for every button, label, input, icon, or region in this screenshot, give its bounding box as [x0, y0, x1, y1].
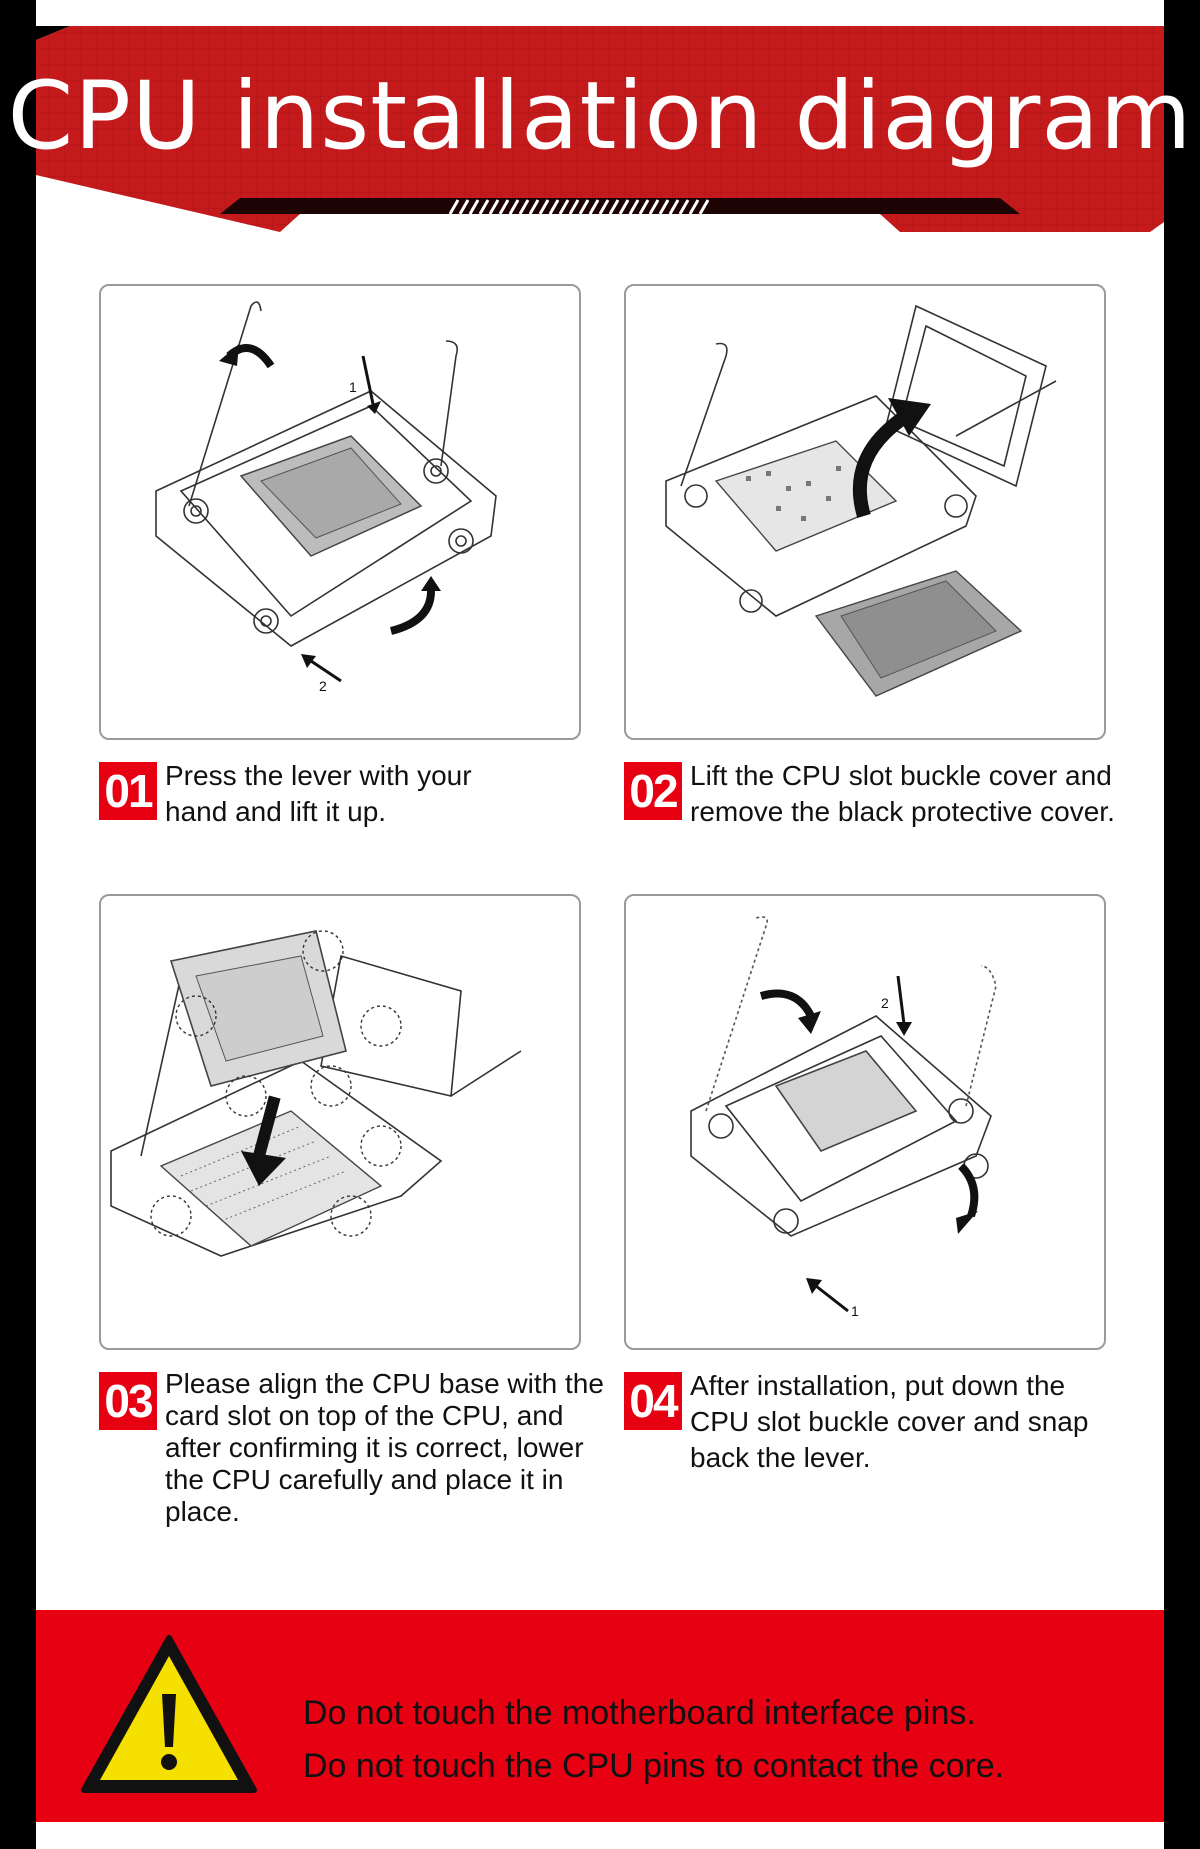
- step-instruction: Press the lever with your hand and lift …: [165, 760, 472, 827]
- step-instruction: Please align the CPU base with the card …: [165, 1368, 604, 1527]
- page-title: CPU installation diagram: [7, 62, 1193, 171]
- step-instruction: After installation, put down the CPU slo…: [690, 1370, 1089, 1473]
- step-number-badge: 01: [99, 762, 157, 820]
- warning-line: Do not touch the motherboard interface p…: [303, 1694, 976, 1732]
- header-banner: CPU installation diagram: [0, 0, 1200, 240]
- step-instruction: Lift the CPU slot buckle cover and remov…: [690, 760, 1115, 827]
- callout-2: 2: [881, 995, 889, 1011]
- step-number-badge: 04: [624, 1372, 682, 1430]
- callout-2: 2: [319, 678, 327, 694]
- warning-banner: Do not touch the motherboard interface p…: [36, 1610, 1164, 1822]
- header-background: [36, 26, 1164, 232]
- step-4-illustration: 2 1: [624, 894, 1106, 1350]
- callout-1: 1: [349, 379, 357, 395]
- warning-triangle-icon: [81, 1635, 257, 1793]
- step-1-illustration: 1 2: [99, 284, 581, 740]
- step-2-illustration: [624, 284, 1106, 740]
- step-number-badge: 02: [624, 762, 682, 820]
- step-number-badge: 03: [99, 1372, 157, 1430]
- warning-line: Do not touch the CPU pins to contact the…: [303, 1747, 1005, 1785]
- step-3-illustration: [99, 894, 581, 1350]
- callout-1: 1: [851, 1303, 859, 1319]
